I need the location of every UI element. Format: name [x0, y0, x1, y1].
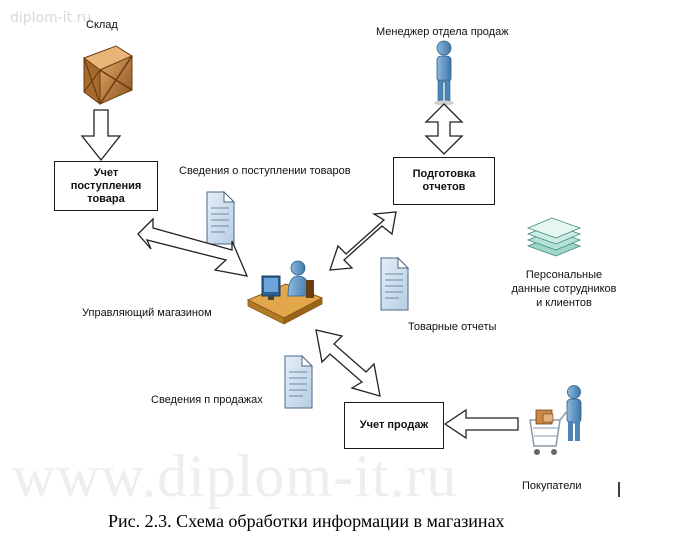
goods-receipt-box-line-3: товара	[87, 192, 125, 205]
watermark-top: diplom-it.ru	[10, 10, 92, 26]
receipt-document-icon	[206, 190, 236, 245]
arrow-warehouse-to-receipt	[80, 109, 122, 162]
buyers-label: Покупатели	[522, 480, 582, 492]
arrow-buyer-to-sales	[443, 408, 519, 440]
sales-manager-label: Менеджер отдела продаж	[376, 26, 509, 38]
reports-box-line-2: отчетов	[422, 181, 466, 193]
sales-manager-person-icon	[434, 40, 454, 106]
personal-data-line-2: данные сотрудников	[511, 283, 617, 295]
arrow-manager-reports	[424, 103, 464, 155]
sales-box-line-1: Учет продаж	[359, 419, 429, 431]
arrow-store-manager-sales	[315, 329, 381, 397]
goods-reports-document-icon	[380, 256, 410, 311]
watermark-center: www.diplom-it.ru	[12, 443, 458, 509]
reports-box-line-1: Подготовка	[412, 168, 476, 180]
personal-data-stack-icon	[526, 217, 582, 257]
store-manager-desk-icon	[246, 260, 324, 325]
store-manager-label: Управляющий магазином	[82, 307, 212, 319]
sales-document-icon	[284, 354, 314, 409]
personal-data-line-3: и клиентов	[536, 297, 592, 309]
warehouse-label: Склад	[86, 19, 118, 31]
warehouse-crate-icon	[82, 45, 134, 105]
reports-box: Подготовка отчетов	[393, 157, 495, 205]
goods-receipt-box: Учет поступления товара	[54, 161, 158, 211]
arrow-receipt-store-manager	[137, 217, 249, 277]
figure-caption: Рис. 2.3. Схема обработки информации в м…	[108, 511, 505, 531]
arrow-store-manager-reports	[329, 211, 397, 271]
sales-box: Учет продаж	[344, 402, 444, 449]
goods-receipt-info-label: Сведения о поступлении товаров	[179, 165, 351, 177]
personal-data-line-1: Персональные	[525, 269, 603, 281]
buyer-cart-icon	[529, 385, 582, 455]
sales-info-label: Сведения п продажах	[151, 394, 263, 406]
personal-data-label: Персональные данные сотрудников и клиент…	[494, 268, 634, 310]
goods-receipt-box-line-2: поступления	[70, 179, 142, 192]
goods-reports-label: Товарные отчеты	[408, 321, 497, 333]
goods-receipt-box-line-1: Учет	[93, 166, 119, 179]
